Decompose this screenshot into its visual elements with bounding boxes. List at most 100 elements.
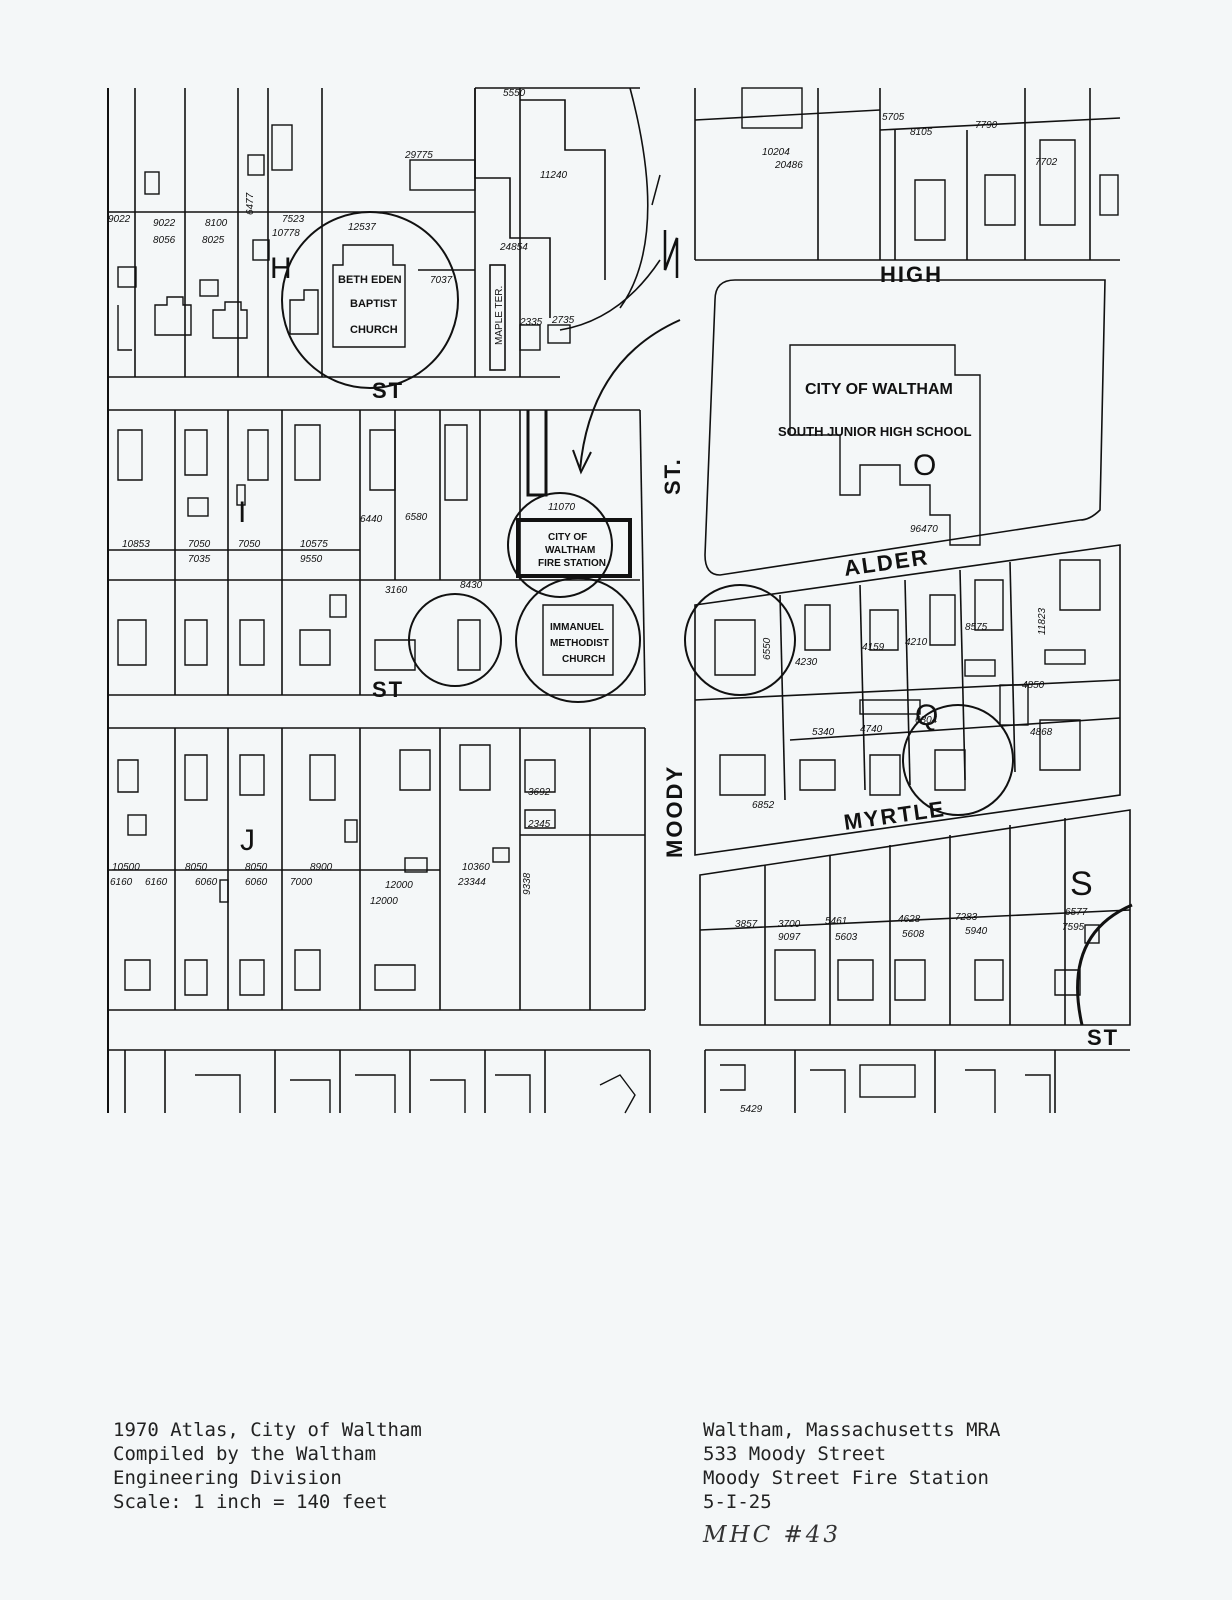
lot-number: 10778	[272, 228, 300, 239]
lot-number: 7050	[238, 539, 261, 550]
property-caption: Waltham, Massachusetts MRA 533 Moody Str…	[703, 1418, 1000, 1514]
lot-number: 3857	[735, 919, 758, 930]
lot-number: 8050	[245, 862, 268, 873]
lot-number: 6804	[915, 715, 938, 726]
lot-number: 2345	[527, 819, 551, 830]
lot-number: 11240	[540, 170, 568, 181]
lot-number: 20486	[774, 160, 803, 171]
lot-number: 10853	[122, 539, 150, 550]
lot-number: 23344	[457, 877, 486, 888]
caption-left-line1: 1970 Atlas, City of Waltham	[113, 1419, 422, 1441]
lot-number: 8050	[185, 862, 208, 873]
caption-right-line2: 533 Moody Street	[703, 1443, 887, 1465]
caption-left-line2: Compiled by the Waltham	[113, 1443, 377, 1465]
lot-number: 9097	[778, 932, 801, 943]
caption-left-line4: Scale: 1 inch = 140 feet	[113, 1491, 388, 1513]
lot-number: 8575	[965, 622, 988, 633]
fire-station-line1: CITY OF	[548, 532, 587, 543]
lot-number: 4868	[1030, 727, 1053, 738]
lot-number: 6160	[145, 877, 168, 888]
lot-number: 9338	[522, 872, 533, 895]
block-north-high: 10204 20486 5705 8105 7790 7702 HIGH	[694, 87, 1121, 287]
caption-right-line3: Moody Street Fire Station	[703, 1467, 989, 1489]
lot-number: 5940	[965, 926, 988, 937]
lot-number: 29775	[404, 150, 433, 161]
lot-number: 9022	[108, 214, 131, 225]
street-high: HIGH	[880, 262, 943, 287]
lot-number: 12537	[348, 222, 376, 233]
lot-number: 9550	[300, 554, 323, 565]
lot-number: 6060	[195, 877, 218, 888]
lot-number: 5340	[812, 727, 835, 738]
atlas-source-caption: 1970 Atlas, City of Waltham Compiled by …	[113, 1418, 422, 1514]
lot-number: 8430	[460, 580, 483, 591]
lot-number: 8100	[205, 218, 228, 229]
block-letter-j: J	[240, 824, 255, 857]
street-st-lower-right: ST	[1087, 1025, 1119, 1050]
bottom-row-blocks: 5429	[108, 1049, 1130, 1115]
block-letter-s: S	[1070, 865, 1093, 903]
lot-number: 9022	[153, 218, 176, 229]
block-letter-h: H	[270, 252, 292, 285]
block-letter-i: I	[238, 496, 246, 529]
lot-number: 7595	[1062, 922, 1085, 933]
lot-number: 2335	[519, 317, 543, 328]
lot-number: 2735	[551, 315, 575, 326]
block-letter-q: Q	[915, 699, 938, 732]
lot-number: 3160	[385, 585, 408, 596]
lot-number: 5550	[503, 88, 526, 99]
lot-number: 4210	[905, 637, 928, 648]
lot-number: 4230	[795, 657, 818, 668]
street-st-moody: ST.	[660, 457, 685, 495]
church2-line1: IMMANUEL	[550, 622, 604, 633]
block-south-myrtle: S ST 3857 3700 5461 4628 7283 6577 9097 …	[699, 809, 1133, 1050]
lot-number: 7050	[188, 539, 211, 550]
lot-number: 6580	[405, 512, 428, 523]
lot-number: 5608	[902, 929, 925, 940]
block-q: ALDER MYRTLE Q 8575 11823 4850 6550 4230…	[684, 544, 1121, 856]
lot-number: 6060	[245, 877, 268, 888]
lot-number: 8105	[910, 127, 933, 138]
lot-number: 12000	[370, 896, 398, 907]
lot-number: 4850	[1022, 680, 1045, 691]
lot-number: 7283	[955, 912, 978, 923]
lot-number: 6852	[752, 800, 775, 811]
lot-number: 7035	[188, 554, 211, 565]
school-line2: SOUTH JUNIOR HIGH SCHOOL	[778, 424, 972, 439]
caption-left-line3: Engineering Division	[113, 1467, 342, 1489]
block-j: J 10500 6160 6160 8050 8050 6060 6060 70…	[108, 727, 646, 1011]
lot-number: 6477	[245, 192, 256, 215]
block-o-school: CITY OF WALTHAM SOUTH JUNIOR HIGH SCHOOL…	[704, 279, 1106, 576]
lot-number: 96470	[910, 524, 938, 535]
lot-number: 10575	[300, 539, 328, 550]
lot-number: 11823	[1037, 607, 1048, 635]
lot-number: 7000	[290, 877, 313, 888]
lot-number: 8900	[310, 862, 333, 873]
maple-ter-area: MAPLE TER. 5550 11240 24854 2335 2735	[474, 87, 679, 371]
lot-number: 5603	[835, 932, 858, 943]
fire-station-line2: WALTHAM	[545, 545, 595, 556]
fire-station-outline	[516, 518, 632, 578]
lot-number: 7037	[430, 275, 453, 286]
lot-number: 8025	[202, 235, 225, 246]
lot-number: 6440	[360, 514, 383, 525]
church2-line3: CHURCH	[562, 654, 605, 665]
map-frame	[107, 88, 109, 1113]
church1-line3: CHURCH	[350, 324, 398, 336]
street-st-middle: ST	[372, 677, 404, 702]
lot-number: 5429	[740, 1104, 763, 1115]
lot-number: 10204	[762, 147, 790, 158]
lot-number: 4628	[898, 914, 921, 925]
church1-line1: BETH EDEN	[338, 274, 402, 286]
lot-number: 3692	[528, 787, 551, 798]
lot-number: 4740	[860, 724, 883, 735]
lot-number: 6577	[1065, 907, 1088, 918]
block-h: H BETH EDEN BAPTIST CHURCH 9022 9022 810…	[108, 88, 560, 389]
caption-right-line4: 5-I-25	[703, 1491, 772, 1513]
street-moody: MOODY	[662, 765, 687, 858]
lot-number: 7523	[282, 214, 305, 225]
lot-number: 10500	[112, 862, 140, 873]
church1-line2: BAPTIST	[350, 298, 397, 310]
school-line1: CITY OF WALTHAM	[805, 381, 953, 398]
